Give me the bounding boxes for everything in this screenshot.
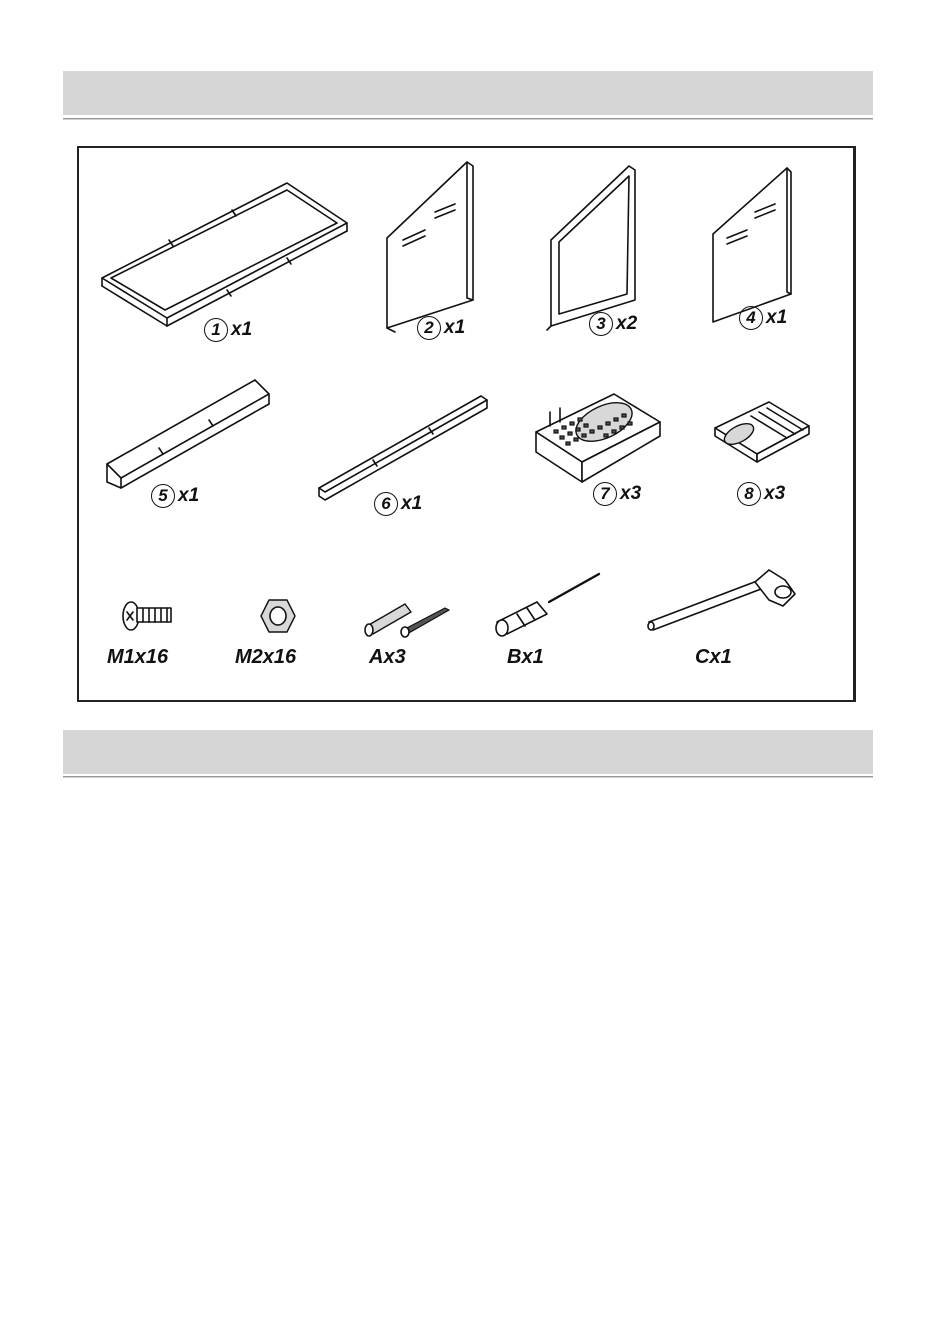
socket-wrench-icon: [645, 566, 805, 636]
hardware-label: Ax3: [369, 646, 406, 669]
perforated-basket-icon: [534, 386, 664, 486]
part-7-label: 7 x3: [593, 482, 641, 506]
side-panel-vented-icon: [385, 160, 485, 330]
angle-rail-icon: [105, 376, 275, 496]
screw-icon: [119, 594, 179, 634]
part-number-badge: 1: [204, 318, 228, 342]
wall-anchor-icon: [363, 594, 453, 644]
section-rule: [63, 118, 873, 120]
base-tray-icon: [97, 178, 357, 328]
part-6-label: 6 x1: [374, 492, 422, 516]
screwdriver-icon: [493, 568, 603, 638]
part-number-badge: 5: [151, 484, 175, 508]
side-frame-icon: [547, 164, 647, 334]
hardware-label: Cx1: [695, 646, 732, 669]
part-3-label: 3 x2: [589, 312, 637, 336]
parts-list-frame: 1 x1 2 x1 3 x2: [77, 146, 856, 702]
part-quantity: x3: [620, 483, 641, 505]
part-quantity: x2: [616, 313, 637, 335]
part-8-label: 8 x3: [737, 482, 785, 506]
part-number-badge: 3: [589, 312, 613, 336]
hardware-label: M1x16: [107, 646, 168, 669]
part-quantity: x1: [231, 319, 252, 341]
section-rule: [63, 776, 873, 778]
part-quantity: x1: [766, 307, 787, 329]
nut-icon: [259, 596, 299, 636]
part-quantity: x1: [178, 485, 199, 507]
part-quantity: x3: [764, 483, 785, 505]
part-number-badge: 7: [593, 482, 617, 506]
part-2-label: 2 x1: [417, 316, 465, 340]
part-5-label: 5 x1: [151, 484, 199, 508]
part-number-badge: 8: [737, 482, 761, 506]
part-number-badge: 2: [417, 316, 441, 340]
part-number-badge: 4: [739, 306, 763, 330]
part-quantity: x1: [444, 317, 465, 339]
part-4-label: 4 x1: [739, 306, 787, 330]
channel-rail-icon: [317, 392, 492, 502]
part-quantity: x1: [401, 493, 422, 515]
ribbed-tray-icon: [713, 398, 813, 468]
section-header-bar: [63, 730, 873, 774]
hardware-label: Bx1: [507, 646, 544, 669]
hardware-label: M2x16: [235, 646, 296, 669]
part-1-label: 1 x1: [204, 318, 252, 342]
part-number-badge: 6: [374, 492, 398, 516]
side-panel-vented-icon: [711, 166, 801, 326]
section-header-bar: [63, 71, 873, 115]
